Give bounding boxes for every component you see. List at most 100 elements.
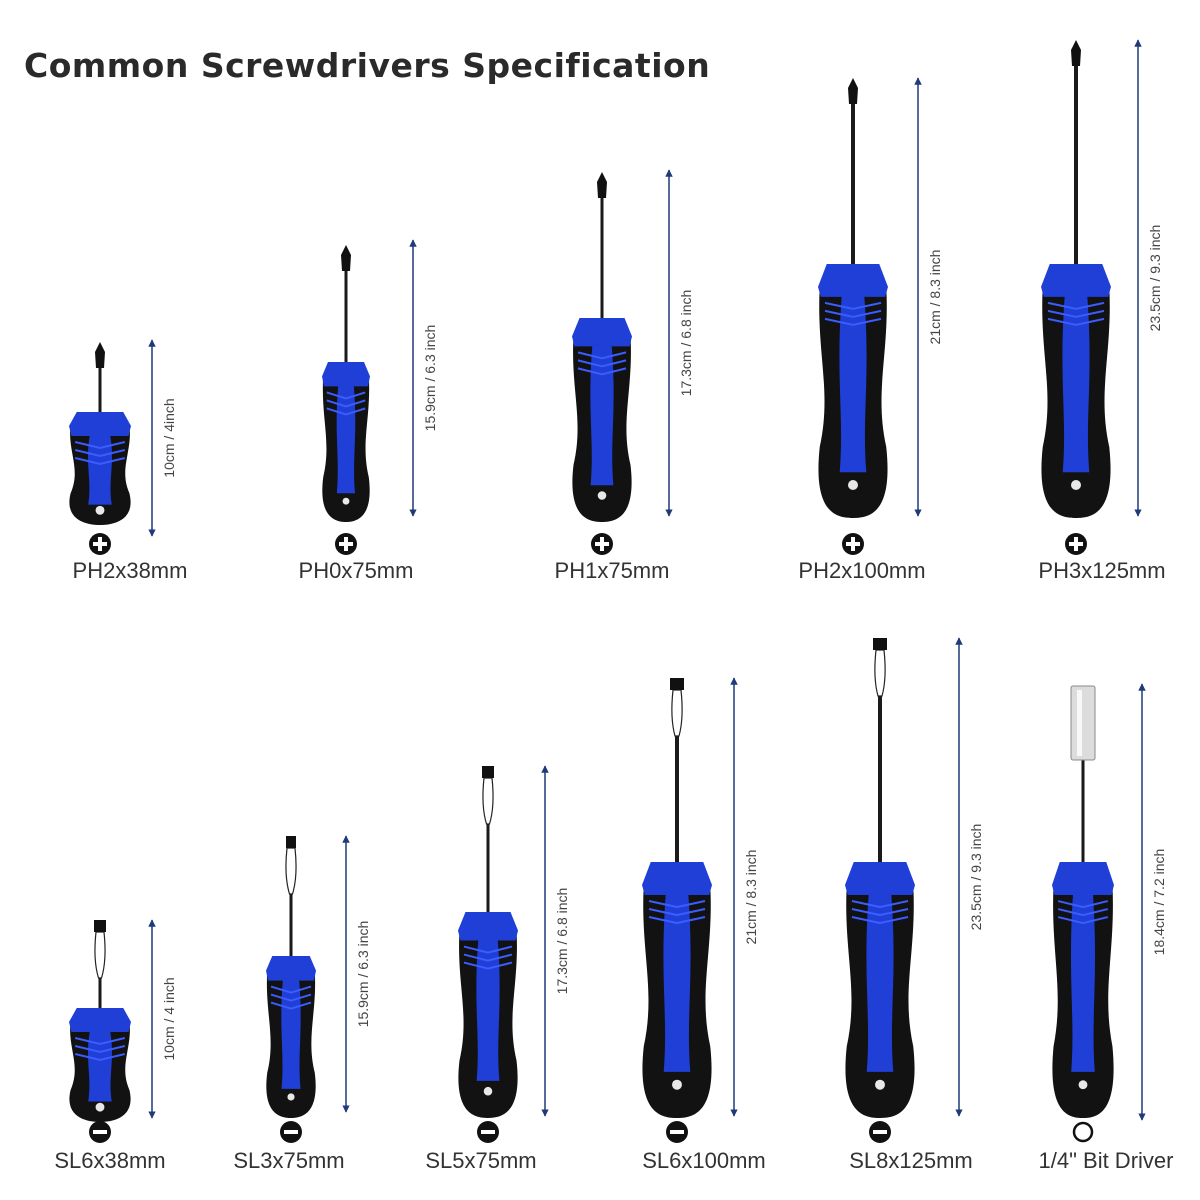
icon-bar-vertical — [344, 537, 348, 551]
slotted-tip — [482, 766, 494, 778]
plus-circle-icon — [842, 533, 864, 555]
icon-bar — [873, 1130, 887, 1134]
grip-groove — [824, 317, 882, 326]
slotted-tip — [94, 920, 106, 932]
shaft — [1074, 62, 1078, 268]
minus-circle-icon — [89, 1121, 111, 1143]
grip-groove — [851, 908, 909, 917]
grip-groove — [326, 391, 366, 400]
grip-groove — [74, 1053, 126, 1062]
page-title: Common Screwdrivers Specification — [24, 46, 711, 85]
dimension-label: 18.4cm / 7.2 inch — [1151, 849, 1167, 956]
blade-flare — [94, 931, 106, 979]
grip-groove — [1047, 301, 1105, 310]
grip-groove — [851, 900, 909, 909]
tool-label: SL8x125mm — [849, 1148, 973, 1173]
dimension-arrow: 21cm / 8.3 inch — [914, 77, 943, 517]
screwdriver — [322, 245, 370, 522]
dimension-arrow: 17.3cm / 6.8 inch — [665, 169, 694, 517]
screwdriver — [266, 836, 316, 1118]
shaft — [486, 780, 490, 916]
handle-grip-stripe — [336, 384, 356, 494]
screwdriver — [458, 766, 518, 1118]
dimension-arrow: 17.3cm / 6.8 inch — [541, 765, 570, 1117]
dimension-label: 17.3cm / 6.8 inch — [678, 290, 694, 397]
handle-end-dot — [1071, 479, 1081, 490]
handle-end-dot — [342, 497, 350, 505]
dimension-label: 10cm / 4inch — [161, 398, 177, 477]
handle-collar — [642, 862, 712, 896]
slotted-tip — [670, 678, 684, 690]
handle-grip-stripe — [87, 434, 113, 505]
grip-groove — [577, 359, 627, 368]
screwdriver — [572, 172, 632, 522]
dimension-arrow: 23.5cm / 9.3 inch — [1134, 39, 1163, 517]
grip-groove — [463, 961, 513, 970]
handle-grip-stripe — [590, 344, 614, 486]
blade-flare — [482, 777, 494, 825]
dimension-arrow: 18.4cm / 7.2 inch — [1138, 683, 1167, 1121]
slotted-tip — [873, 638, 887, 650]
grip-groove — [463, 953, 513, 962]
tool-label: PH2x100mm — [798, 558, 925, 583]
dimension-label: 15.9cm / 6.3 inch — [355, 921, 371, 1028]
grip-groove — [648, 916, 706, 925]
icon-bar-vertical — [600, 537, 604, 551]
dimension-arrow: 21cm / 8.3 inch — [730, 677, 759, 1117]
handle-end-dot — [848, 479, 858, 490]
dimension-arrow: 10cm / 4inch — [148, 339, 177, 537]
grip-groove — [851, 916, 909, 925]
blade-flare — [874, 649, 886, 697]
minus-circle-icon — [869, 1121, 891, 1143]
dimension-label: 10cm / 4 inch — [161, 977, 177, 1060]
dimension-arrow: 15.9cm / 6.3 inch — [409, 239, 438, 517]
dimension-label: 23.5cm / 9.3 inch — [1147, 225, 1163, 332]
tool-label: SL3x75mm — [233, 1148, 344, 1173]
shaft — [600, 194, 604, 322]
grip-groove — [1057, 916, 1109, 925]
grip-groove — [648, 908, 706, 917]
handle-collar — [1041, 264, 1111, 297]
grip-groove — [74, 457, 126, 466]
handle-collar — [266, 956, 316, 981]
handle-end-dot — [483, 1086, 493, 1096]
tool-label: PH3x125mm — [1038, 558, 1165, 583]
grip-groove — [326, 399, 366, 408]
screwdriver — [69, 342, 131, 525]
socket-tip — [1070, 685, 1096, 761]
handle-grip-stripe — [866, 893, 894, 1072]
grip-groove — [577, 351, 627, 360]
grip-groove — [1057, 900, 1109, 909]
tool-label: SL5x75mm — [425, 1148, 536, 1173]
handle-grip-stripe — [281, 978, 301, 1089]
tool-label: SL6x38mm — [54, 1148, 165, 1173]
handle-collar — [1052, 862, 1114, 896]
plus-circle-icon — [1065, 533, 1087, 555]
handle-grip-stripe — [663, 893, 691, 1072]
handle-collar — [818, 264, 888, 297]
tool-label: SL6x100mm — [642, 1148, 766, 1173]
grip-groove — [74, 441, 126, 450]
screwdriver — [818, 78, 888, 518]
grip-groove — [1057, 908, 1109, 917]
grip-groove — [463, 945, 513, 954]
icon-bar-vertical — [1074, 537, 1078, 551]
grip-groove — [270, 1001, 312, 1010]
handle-end-dot — [597, 491, 607, 500]
blade-flare — [285, 847, 297, 895]
handle-collar — [458, 912, 518, 941]
handle-end-dot — [1078, 1080, 1088, 1090]
shaft — [878, 652, 882, 866]
slotted-tip — [286, 836, 296, 848]
phillips-tip — [1071, 40, 1081, 66]
handle-end-dot — [95, 505, 105, 515]
screwdriver — [642, 678, 712, 1118]
grip-groove — [74, 449, 126, 458]
plus-circle-icon — [335, 533, 357, 555]
dimension-label: 17.3cm / 6.8 inch — [554, 888, 570, 995]
open-circle-icon — [1072, 1121, 1094, 1143]
phillips-tip — [341, 245, 351, 271]
minus-circle-icon — [666, 1121, 688, 1143]
grip-groove — [74, 1045, 126, 1054]
